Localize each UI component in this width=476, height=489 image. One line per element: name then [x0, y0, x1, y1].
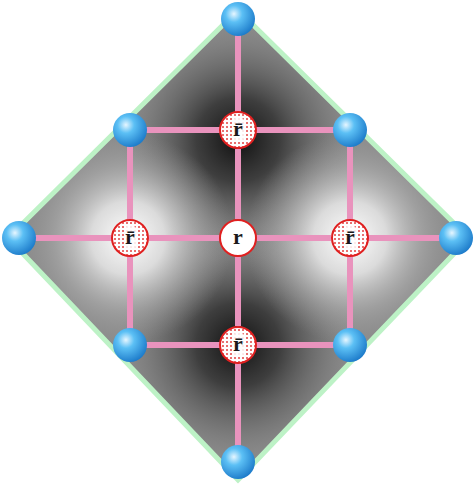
site-circle: r̄	[331, 219, 369, 257]
site-label: r̄	[344, 226, 356, 250]
bond-line	[257, 235, 331, 241]
site-circle: r̄	[219, 111, 257, 149]
bond-lines	[18, 18, 457, 462]
diamond-border	[8, 10, 469, 480]
bond-line	[149, 235, 219, 241]
site-label: r̄	[232, 333, 244, 357]
lattice-atoms	[2, 2, 473, 479]
bond-line	[235, 257, 241, 326]
site-label: r	[232, 226, 244, 250]
center-site-circle: r	[219, 219, 257, 257]
site-label: r̄	[124, 226, 136, 250]
site-circle: r̄	[219, 326, 257, 364]
bond-line	[235, 149, 241, 219]
site-circle: r̄	[111, 219, 149, 257]
site-label: r̄	[232, 118, 244, 142]
